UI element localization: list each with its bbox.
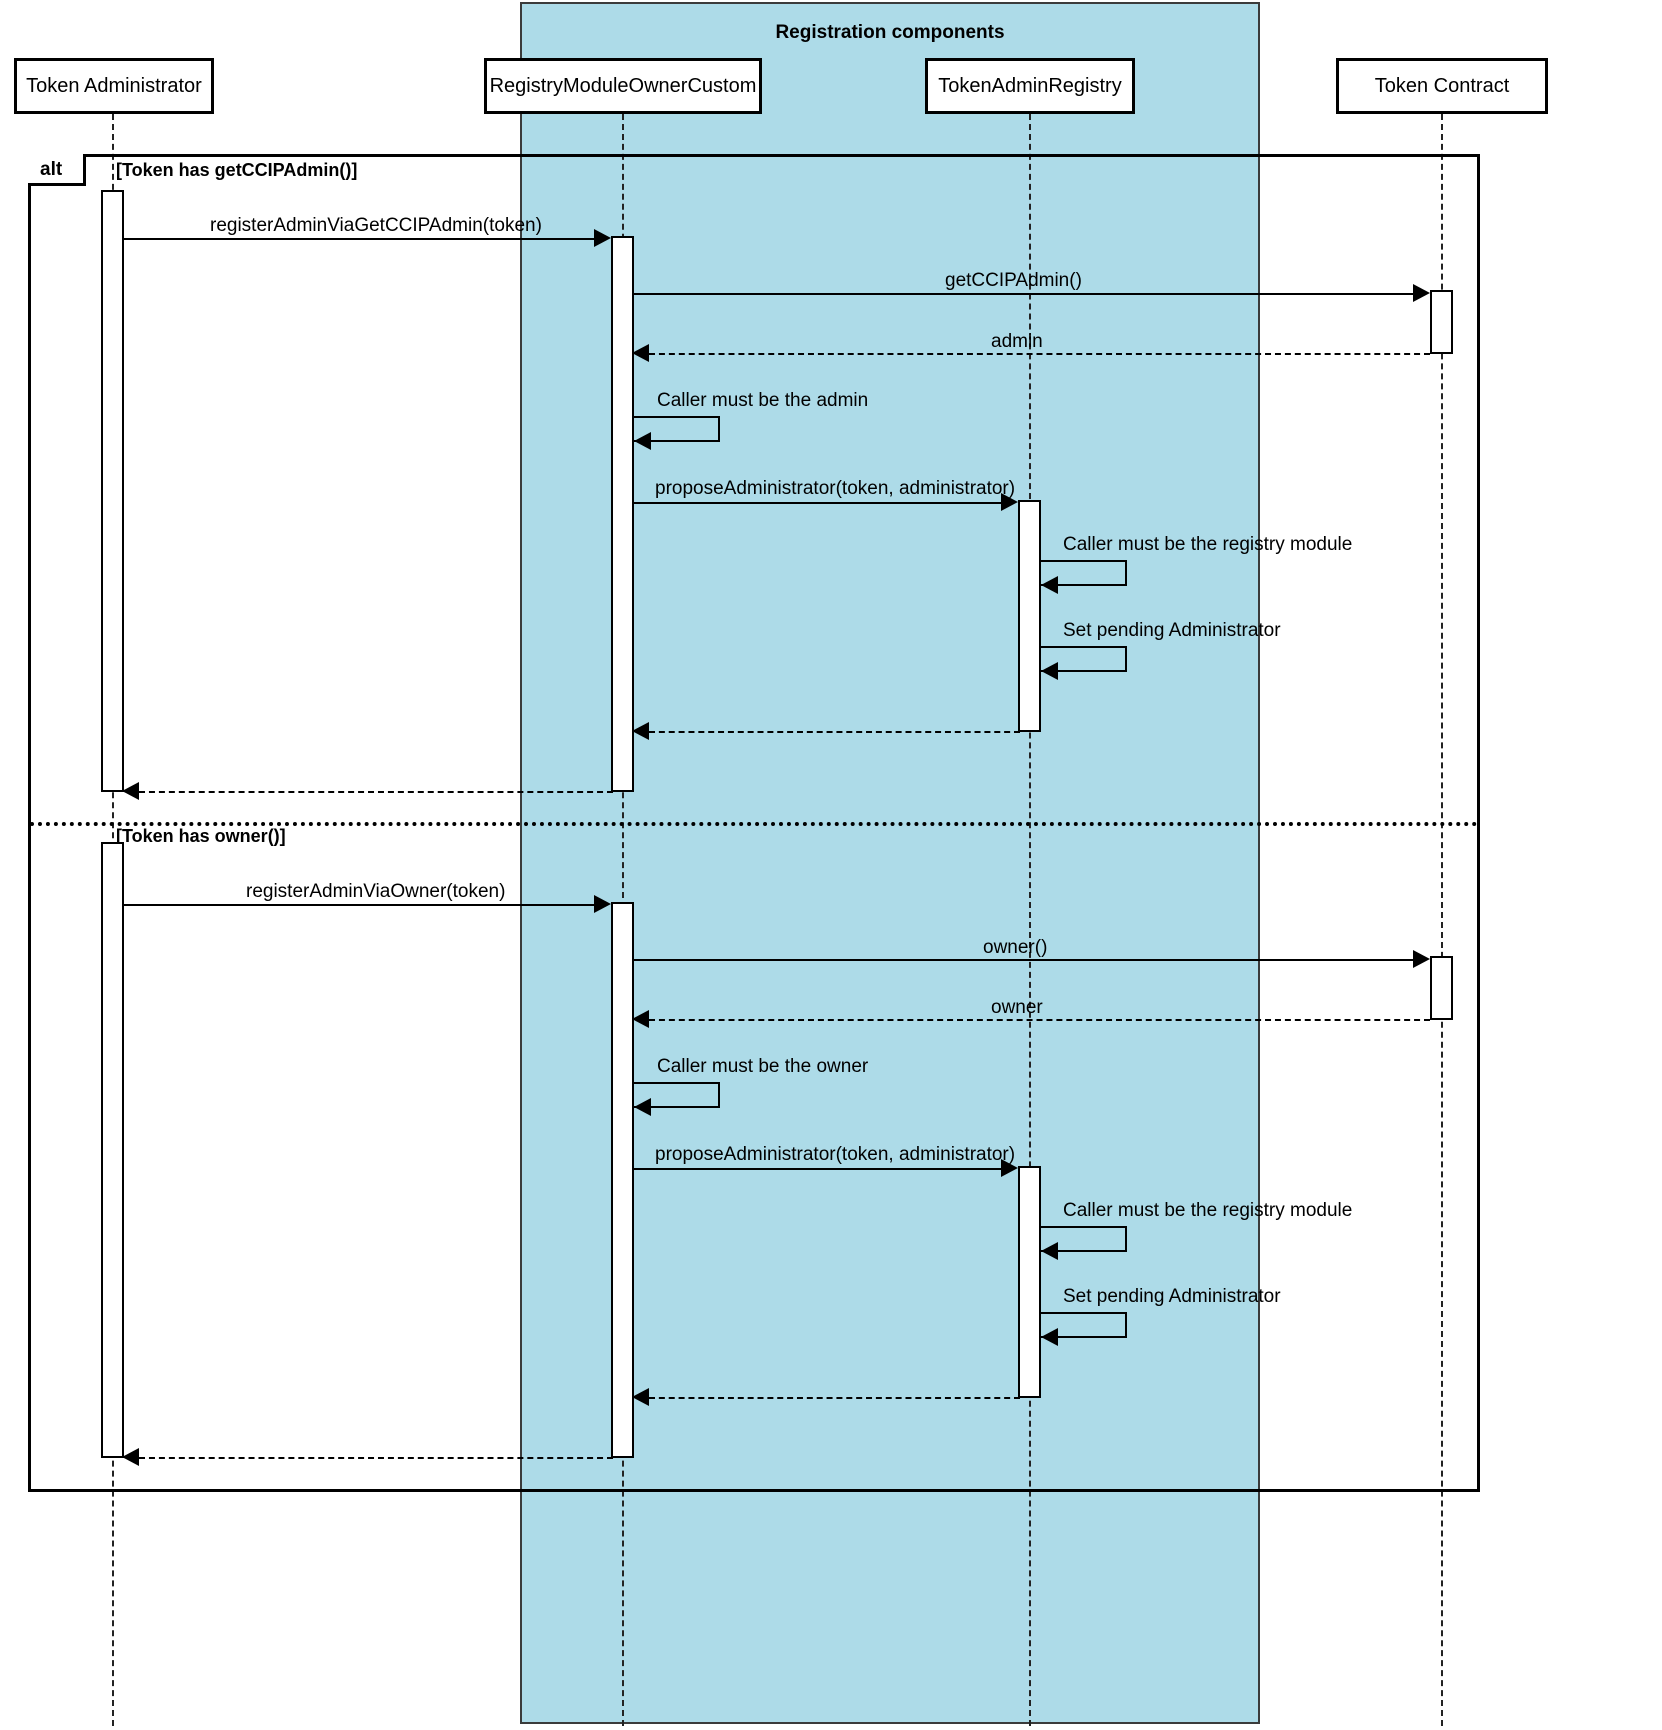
self-message-loop-16: [1041, 1312, 1127, 1338]
message-arrowhead-8: [632, 722, 649, 740]
message-line-2: [634, 293, 1413, 295]
activation-token-admin-registry-2: [1018, 1166, 1041, 1398]
participant-label: Token Administrator: [26, 74, 202, 97]
self-message-loop-6: [1041, 560, 1127, 586]
message-arrowhead-14: [1001, 1159, 1018, 1177]
participant-label: Token Contract: [1374, 74, 1510, 97]
self-message-arrowhead-15: [1041, 1242, 1058, 1260]
activation-registry-module-2: [611, 902, 634, 1458]
self-message-label-15: Caller must be the registry module: [1063, 1200, 1353, 1221]
lifeline-token-contract: [1441, 114, 1443, 1726]
message-arrowhead-18: [122, 1448, 139, 1466]
self-message-label-16: Set pending Administrator: [1063, 1286, 1281, 1307]
participant-token-administrator[interactable]: Token Administrator: [14, 58, 214, 114]
self-message-label-13: Caller must be the owner: [657, 1056, 869, 1077]
message-line-18: [139, 1457, 613, 1459]
activation-token-administrator-2: [101, 842, 124, 1458]
message-line-10: [124, 904, 594, 906]
message-label-1: registerAdminViaGetCCIPAdmin(token): [210, 215, 542, 236]
self-message-arrowhead-7: [1041, 662, 1058, 680]
message-line-3: [649, 353, 1430, 355]
self-message-loop-7: [1041, 646, 1127, 672]
message-line-12: [649, 1019, 1430, 1021]
message-arrowhead-9: [122, 782, 139, 800]
message-line-9: [139, 791, 613, 793]
message-label-14: proposeAdministrator(token, administrato…: [655, 1144, 1016, 1165]
participant-registry-module-owner-custom[interactable]: RegistryModuleOwnerCustom: [484, 58, 762, 114]
self-message-loop-15: [1041, 1226, 1127, 1252]
message-arrowhead-11: [1413, 950, 1430, 968]
message-line-11: [634, 959, 1413, 961]
message-label-2: getCCIPAdmin(): [945, 270, 1082, 291]
activation-registry-module-1: [611, 236, 634, 792]
group-frame-registration-components: [520, 2, 1260, 1724]
message-label-10: registerAdminViaOwner(token): [246, 881, 506, 902]
self-message-label-6: Caller must be the registry module: [1063, 534, 1353, 555]
message-line-14: [634, 1168, 1001, 1170]
message-arrowhead-2: [1413, 284, 1430, 302]
message-arrowhead-17: [632, 1388, 649, 1406]
self-message-loop-4: [634, 416, 720, 442]
message-label-3: admin: [991, 331, 1043, 352]
lifeline-token-admin-registry: [1029, 114, 1031, 1726]
activation-token-contract-1: [1430, 290, 1453, 354]
alt-guard-1: [Token has getCCIPAdmin()]: [116, 160, 358, 180]
message-label-12: owner: [991, 997, 1043, 1018]
self-message-label-4: Caller must be the admin: [657, 390, 869, 411]
message-line-8: [649, 731, 1020, 733]
alt-fragment-frame: [28, 154, 1480, 1492]
message-label-11: owner(): [983, 937, 1048, 958]
message-line-17: [649, 1397, 1020, 1399]
message-label-5: proposeAdministrator(token, administrato…: [655, 478, 1016, 499]
alt-fragment-tab: [28, 154, 86, 186]
self-message-loop-13: [634, 1082, 720, 1108]
self-message-arrowhead-4: [634, 432, 651, 450]
activation-token-admin-registry-1: [1018, 500, 1041, 732]
group-title: Registration components: [775, 22, 1005, 43]
alt-guard-2: [Token has owner()]: [116, 826, 286, 846]
activation-token-contract-2: [1430, 956, 1453, 1020]
self-message-arrowhead-16: [1041, 1328, 1058, 1346]
message-arrowhead-3: [632, 344, 649, 362]
message-arrowhead-1: [594, 229, 611, 247]
alt-branch-divider: [30, 822, 1478, 826]
activation-token-administrator-1: [101, 190, 124, 792]
participant-token-contract[interactable]: Token Contract: [1336, 58, 1548, 114]
message-arrowhead-12: [632, 1010, 649, 1028]
message-arrowhead-10: [594, 895, 611, 913]
participant-token-admin-registry[interactable]: TokenAdminRegistry: [925, 58, 1135, 114]
message-line-5: [634, 502, 1001, 504]
participant-label: RegistryModuleOwnerCustom: [489, 74, 757, 97]
self-message-label-7: Set pending Administrator: [1063, 620, 1281, 641]
self-message-arrowhead-13: [634, 1098, 651, 1116]
message-line-1: [124, 238, 594, 240]
participant-label: TokenAdminRegistry: [938, 74, 1122, 97]
self-message-arrowhead-6: [1041, 576, 1058, 594]
message-arrowhead-5: [1001, 493, 1018, 511]
alt-operator-label: alt: [40, 159, 63, 180]
